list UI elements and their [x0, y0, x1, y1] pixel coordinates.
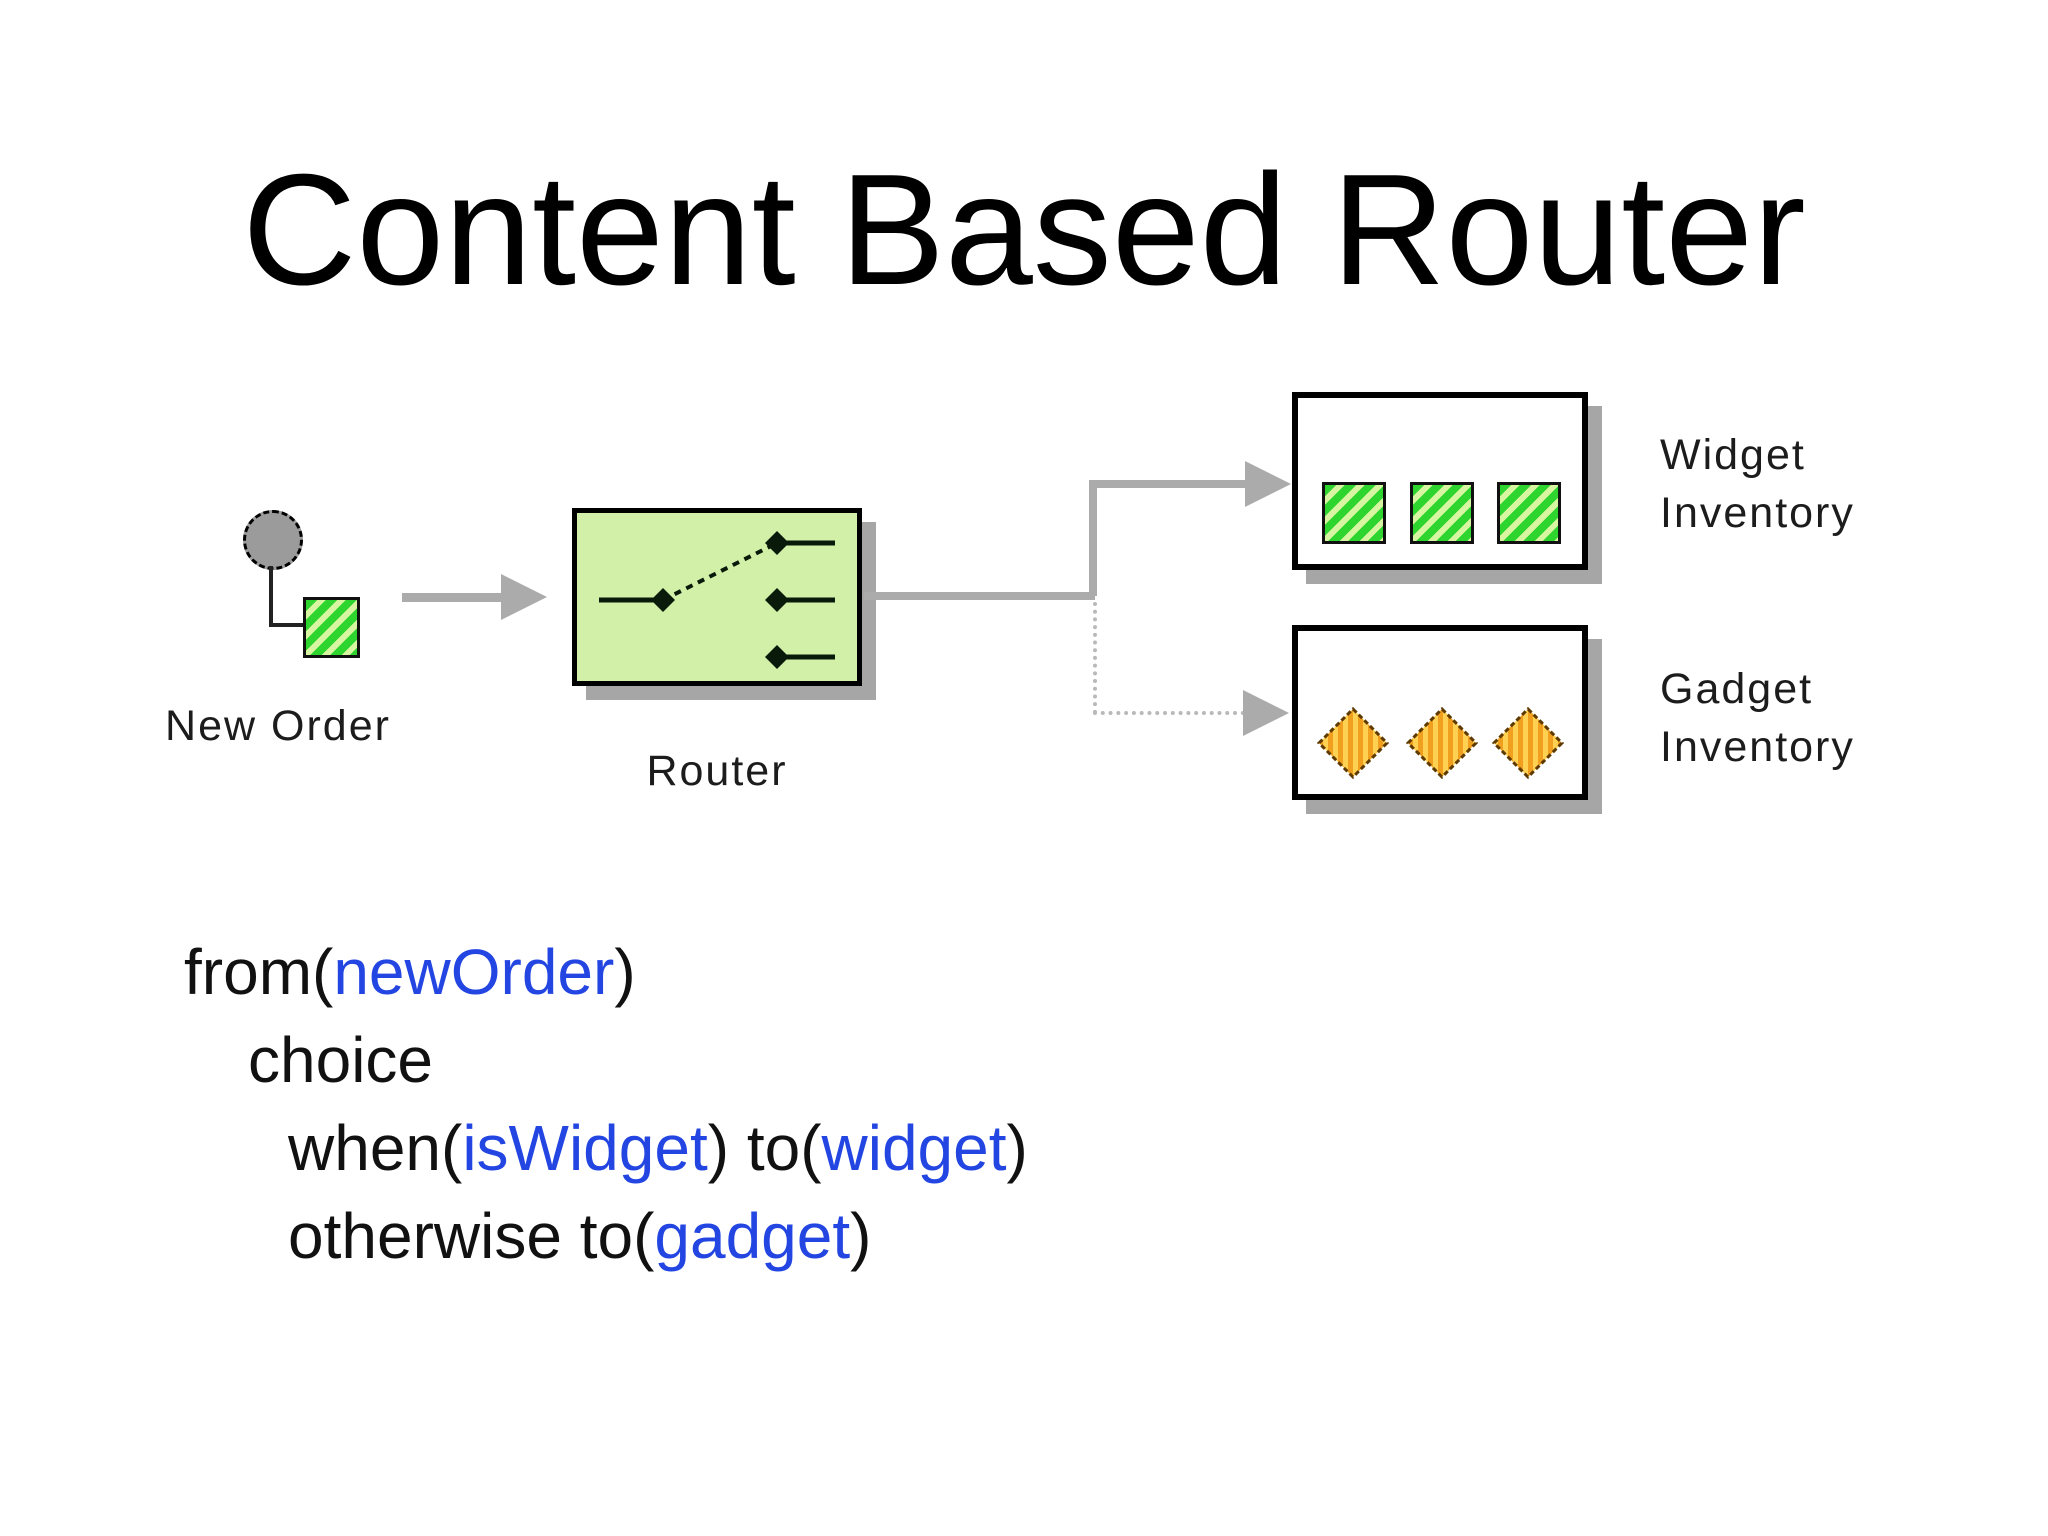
code-identifier: widget [821, 1112, 1007, 1184]
code-text: when( [288, 1112, 463, 1184]
widget-arrowhead-icon [1245, 461, 1291, 507]
gadget-inventory-box [1292, 625, 1588, 800]
code-text: otherwise to( [288, 1200, 655, 1272]
gadget-branch-vertical-dotted-line [1093, 602, 1097, 714]
code-snippet: from(newOrder) choice when(isWidget) to(… [184, 928, 1028, 1280]
code-line-from: from(newOrder) [184, 928, 1028, 1016]
code-line-otherwise: otherwise to(gadget) [288, 1192, 1028, 1280]
message-connector-horizontal [269, 623, 307, 627]
router-output-line [864, 592, 1095, 600]
widget-inventory-label: Widget Inventory [1660, 431, 1855, 537]
new-order-message-icon [243, 510, 303, 570]
gadget-inventory-label: Gadget Inventory [1660, 665, 1855, 771]
gadget-branch-horizontal-dotted-line [1093, 711, 1245, 715]
gadget-items [1316, 706, 1565, 780]
page-title: Content Based Router [242, 142, 1806, 318]
widget-item-icon [1410, 482, 1474, 544]
router-switch-icon [599, 531, 835, 669]
widget-item-icon [1497, 482, 1561, 544]
code-text: ) [850, 1200, 872, 1272]
widget-item-icon [1322, 482, 1386, 544]
code-text: from( [184, 936, 334, 1008]
code-text: ) [1006, 1112, 1028, 1184]
router-label: Router [646, 747, 788, 795]
gadget-item-icon [1316, 706, 1390, 780]
code-text: ) to( [707, 1112, 822, 1184]
order-document-icon [303, 597, 360, 658]
code-identifier: isWidget [462, 1112, 708, 1184]
code-text: ) [614, 936, 636, 1008]
gadget-item-icon [1405, 706, 1479, 780]
widget-branch-horizontal-line [1089, 480, 1247, 488]
code-identifier: newOrder [333, 936, 615, 1008]
gadget-arrowhead-icon [1243, 690, 1289, 736]
code-text: choice [248, 1024, 433, 1096]
code-identifier: gadget [654, 1200, 851, 1272]
input-arrowhead-icon [501, 574, 547, 620]
router-box [572, 508, 862, 686]
message-connector-vertical [269, 566, 273, 627]
code-line-when: when(isWidget) to(widget) [288, 1104, 1028, 1192]
widget-branch-vertical-line [1089, 482, 1097, 596]
code-line-choice: choice [248, 1016, 1028, 1104]
gadget-item-icon [1491, 706, 1565, 780]
new-order-label: New Order [165, 702, 391, 750]
widget-inventory-box [1292, 392, 1588, 570]
input-arrow-line [402, 593, 503, 602]
